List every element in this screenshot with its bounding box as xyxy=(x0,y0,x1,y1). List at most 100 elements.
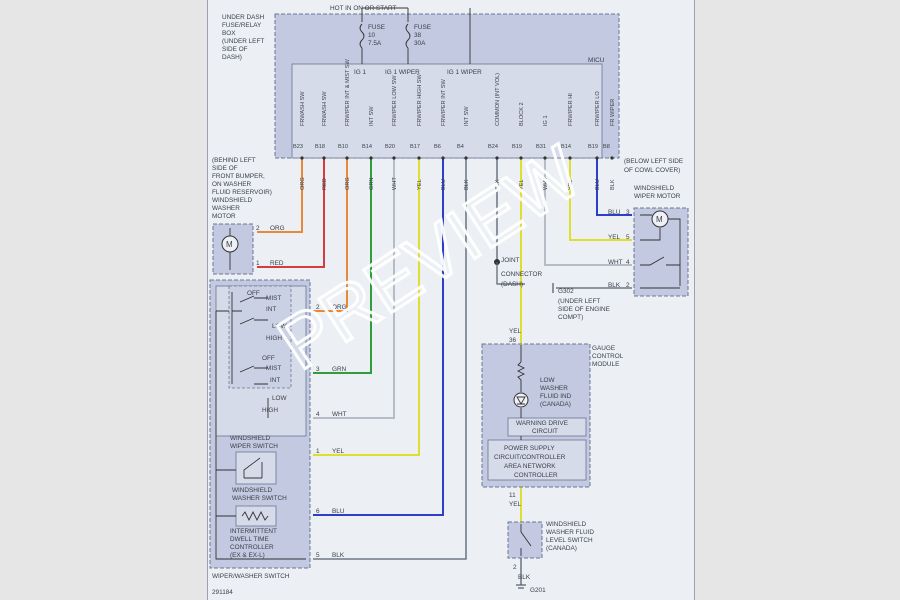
wire-grn xyxy=(313,158,372,374)
fuse-10-name: FUSE xyxy=(368,24,385,31)
wiper-pos-a-int: INT xyxy=(266,306,276,313)
wire-blk-switch xyxy=(313,158,467,560)
low-washer-indicator-icon xyxy=(513,392,529,408)
wiper-pos-a-high: HIGH xyxy=(266,335,282,342)
wiper-motor-pin-number: 3 xyxy=(626,209,630,216)
fuse-38-number: 38 xyxy=(414,32,422,39)
switch-pin-number: 5 xyxy=(316,552,320,559)
level-label-4: (CANADA) xyxy=(546,545,577,552)
switch-pin-number: 1 xyxy=(316,448,320,455)
micu-wire-label: BLK xyxy=(610,179,616,190)
indicator-label-4: (CANADA) xyxy=(540,401,571,408)
washer-switch-box xyxy=(235,451,277,485)
g302-label-2: (UNDER LEFT xyxy=(558,298,600,305)
wiper-motor-label-2: OF COWL COVER) xyxy=(624,167,680,174)
washer-motor-wire-red: RED xyxy=(270,260,284,267)
wire-yel xyxy=(313,158,420,456)
micu-pin-dot xyxy=(568,156,572,160)
micu-wire-label: BLK xyxy=(464,179,470,190)
wiper-motor-label-3: WINDSHIELD xyxy=(634,185,675,192)
micu-terminal-label: FRWIPER LOW SW xyxy=(392,75,398,126)
switch-wire-label: WHT xyxy=(332,411,347,418)
joint-label-3: (DASH) xyxy=(501,281,523,288)
wiper-pos-b-mist: MIST xyxy=(266,365,281,372)
level-switch-wire: BLK xyxy=(518,574,531,581)
power-supply-label-1: POWER SUPPLY xyxy=(504,445,555,452)
dwell-label-3: CONTROLLER xyxy=(230,544,274,551)
dwell-label-1: INTERMITTENT xyxy=(230,528,277,535)
indicator-label-3: FLUID IND xyxy=(540,393,572,400)
level-label-1: WINDSHIELD xyxy=(546,521,587,528)
level-label-2: WASHER FLUID xyxy=(546,529,594,536)
micu-pin-dot xyxy=(392,156,396,160)
micu-pin-dot xyxy=(610,156,614,160)
gauge-label-2: CONTROL xyxy=(592,353,624,360)
power-label-3: IG 1 WIPER xyxy=(447,69,482,76)
level-switch-box xyxy=(507,521,543,559)
micu-pin-label: B19 xyxy=(588,144,598,150)
switch-pin-number: 3 xyxy=(316,366,320,373)
joint-label-1: JOINT xyxy=(501,257,520,264)
fuse-box-label-4: (UNDER LEFT xyxy=(222,38,264,45)
wiper-pos-a-mist: MIST xyxy=(266,295,281,302)
washer-motor-pin-2: 2 xyxy=(256,225,260,232)
wire-wht-wiper xyxy=(544,158,632,266)
level-label-3: LEVEL SWITCH xyxy=(546,537,593,544)
fuse-box-label-2: FUSE/RELAY xyxy=(222,22,262,29)
micu-wire-label: WHT xyxy=(392,177,398,190)
micu-pin-label: B31 xyxy=(536,144,546,150)
micu-box xyxy=(291,63,603,159)
power-label-2: IG 1 WIPER xyxy=(385,69,420,76)
wire-blu xyxy=(313,158,444,516)
power-supply-label-2: CIRCUIT/CONTROLLER xyxy=(494,454,566,461)
wiper-motor-pin-number: 4 xyxy=(626,259,630,266)
micu-pin-dot xyxy=(464,156,468,160)
fuse-38-rating: 30A xyxy=(414,40,426,47)
wiper-pos-a-low: LOW xyxy=(272,323,288,330)
micu-wire-label: WHT xyxy=(543,177,549,190)
micu-pin-label: B14 xyxy=(362,144,372,150)
wiper-motor-wire-label: BLU xyxy=(608,209,621,216)
gauge-wire-in: YEL xyxy=(509,328,522,335)
micu-terminal-label: INT SW xyxy=(464,106,470,126)
micu-terminal-label: FRWASH SW xyxy=(322,91,328,126)
wiper-pos-b-int: INT xyxy=(270,377,280,384)
micu-pin-dot xyxy=(322,156,326,160)
wiper-switch-label-2: WIPER SWITCH xyxy=(230,443,278,450)
micu-pin-label: B18 xyxy=(315,144,325,150)
wire-blk-g201 xyxy=(516,558,526,589)
micu-pin-label: B10 xyxy=(338,144,348,150)
micu-wire-label: GRN xyxy=(369,178,375,190)
g302-label-4: COMPT) xyxy=(558,314,583,321)
gauge-label-3: MODULE xyxy=(592,361,619,368)
fuse-box-label-5: SIDE OF xyxy=(222,46,248,53)
wiper-switch-lower-contacts xyxy=(239,365,269,418)
micu-pin-dot xyxy=(300,156,304,160)
washer-motor-label-2: SIDE OF xyxy=(212,165,238,172)
washer-motor-pin-1: 1 xyxy=(256,260,260,267)
micu-wire-label: BLU xyxy=(595,179,601,190)
washer-motor-label-1: (BEHIND LEFT xyxy=(212,157,256,164)
drive-circuit-label-1: WARNING DRIVE xyxy=(516,420,568,427)
fuse-10-rating: 7.5A xyxy=(368,40,382,47)
warning-drive-circuit xyxy=(507,417,587,437)
switch-internal-wiring xyxy=(215,310,306,560)
micu-wire-label: YEL xyxy=(417,179,423,190)
washer-switch-label-1: WINDSHIELD xyxy=(232,487,273,494)
micu-terminal-label: BLOCK 2 xyxy=(519,102,525,126)
washer-motor-label-7: WASHER xyxy=(212,205,240,212)
power-supply-circuit xyxy=(487,439,587,481)
fuse-10-number: 10 xyxy=(368,32,376,39)
micu-wire-label: BLK xyxy=(495,179,501,190)
micu-pin-label: B6 xyxy=(434,144,441,150)
micu-wire-label: YEL xyxy=(568,179,574,190)
wiper-motor-wire-label: WHT xyxy=(608,259,623,266)
micu-pin-dot xyxy=(519,156,523,160)
wiper-motor-wire-label: BLK xyxy=(608,282,621,289)
washer-motor-label-4: ON WASHER xyxy=(212,181,252,188)
switch-wire-label: GRN xyxy=(332,366,347,373)
micu-label: MICU xyxy=(588,57,605,64)
